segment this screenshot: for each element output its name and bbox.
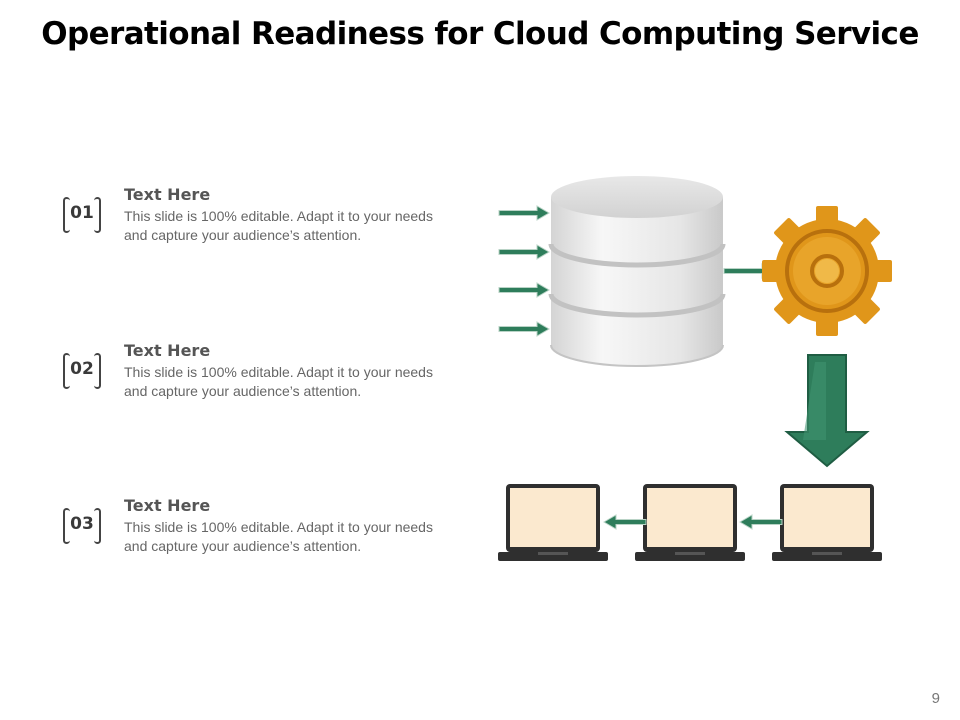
bracket-right-icon xyxy=(94,197,101,233)
arrow-right-icon xyxy=(498,205,550,221)
arrow-right-icon xyxy=(498,321,550,337)
item-description: This slide is 100% editable. Adapt it to… xyxy=(124,207,464,245)
bracket-left-icon xyxy=(63,508,70,544)
laptop-icon xyxy=(772,484,882,561)
arrow-right-icon xyxy=(498,244,550,260)
desc-line-1: This slide is 100% editable. Adapt it to… xyxy=(124,364,433,380)
bracket-left-icon xyxy=(63,353,70,389)
gear-icon xyxy=(762,206,892,336)
item-number: 02 xyxy=(70,359,94,379)
item-number: 01 xyxy=(70,203,94,223)
bracket-left-icon xyxy=(63,197,70,233)
item-number: 03 xyxy=(70,514,94,534)
list-item-03: 03 Text Here This slide is 100% editable… xyxy=(62,496,462,566)
number-badge: 02 xyxy=(62,353,102,389)
arrow-right-icon xyxy=(498,282,550,298)
list-item-02: 02 Text Here This slide is 100% editable… xyxy=(62,341,462,411)
desc-line-2: and capture your audience’s attention. xyxy=(124,383,362,399)
bracket-right-icon xyxy=(94,353,101,389)
item-heading: Text Here xyxy=(124,185,211,204)
item-description: This slide is 100% editable. Adapt it to… xyxy=(124,518,464,556)
arrow-left-icon xyxy=(739,514,783,530)
database-icon xyxy=(548,176,726,367)
item-description: This slide is 100% editable. Adapt it to… xyxy=(124,363,464,401)
desc-line-1: This slide is 100% editable. Adapt it to… xyxy=(124,208,433,224)
item-heading: Text Here xyxy=(124,341,211,360)
laptop-icon xyxy=(635,484,745,561)
slide-title: Operational Readiness for Cloud Computin… xyxy=(41,16,919,52)
item-heading: Text Here xyxy=(124,496,211,515)
page-number: 9 xyxy=(931,690,940,707)
arrow-left-icon xyxy=(603,514,647,530)
arrow-down-icon xyxy=(784,354,870,468)
desc-line-2: and capture your audience’s attention. xyxy=(124,227,362,243)
number-badge: 03 xyxy=(62,508,102,544)
desc-line-2: and capture your audience’s attention. xyxy=(124,538,362,554)
laptop-icon xyxy=(498,484,608,561)
desc-line-1: This slide is 100% editable. Adapt it to… xyxy=(124,519,433,535)
list-item-01: 01 Text Here This slide is 100% editable… xyxy=(62,185,462,255)
bracket-right-icon xyxy=(94,508,101,544)
number-badge: 01 xyxy=(62,197,102,233)
